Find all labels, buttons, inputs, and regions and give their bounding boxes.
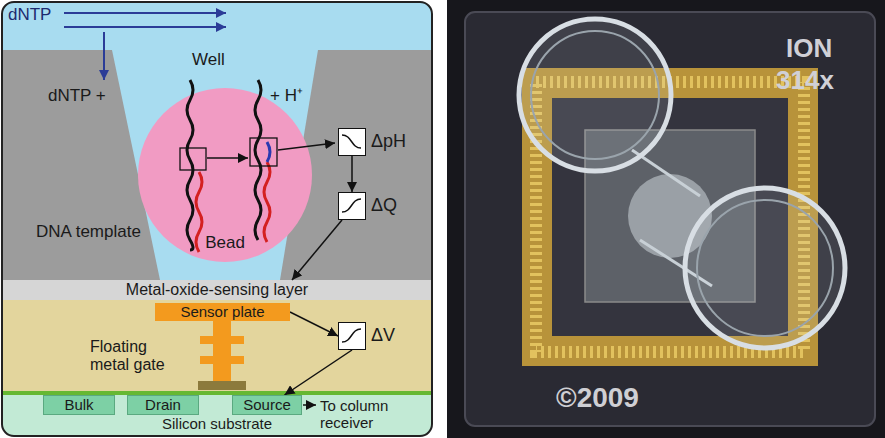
text-label: DNA template bbox=[36, 222, 141, 242]
text-label: Well bbox=[192, 50, 225, 70]
gate-bar bbox=[200, 336, 244, 344]
text-label: + H⁺ bbox=[270, 86, 303, 106]
text-label: ION bbox=[786, 34, 832, 64]
solution bbox=[2, 2, 432, 280]
text-label: 314x bbox=[776, 66, 834, 96]
sigmoid-box bbox=[338, 322, 366, 350]
gate-stem bbox=[213, 320, 231, 382]
chip-carrier bbox=[465, 12, 875, 426]
signal-arrow bbox=[351, 156, 353, 192]
node-text: Source bbox=[243, 397, 291, 414]
signal-block: ΔV bbox=[338, 322, 395, 350]
node-text: Drain bbox=[145, 397, 181, 414]
step-arrow bbox=[207, 157, 248, 159]
flow-arrow bbox=[64, 12, 226, 14]
signal-arrow bbox=[292, 220, 342, 280]
node-text: Bead bbox=[205, 234, 245, 253]
chip-photo bbox=[447, 0, 885, 438]
signal-arrow bbox=[285, 350, 353, 395]
sigmoid-symbol bbox=[339, 193, 364, 218]
text-label: dNTP bbox=[8, 5, 51, 25]
bead-circle: Bead bbox=[137, 87, 313, 263]
port-ring bbox=[519, 19, 671, 171]
text-label: Floating metal gate bbox=[90, 338, 190, 375]
node-text: ΔQ bbox=[371, 196, 397, 216]
sigmoid-curve bbox=[342, 135, 361, 148]
sigmoid-curve bbox=[342, 199, 361, 212]
bead-fill bbox=[138, 88, 312, 262]
sigmoid-box bbox=[338, 192, 366, 220]
terminal-box: Bulk bbox=[43, 395, 115, 415]
sigmoid-symbol bbox=[339, 323, 364, 348]
layer-band: Metal-oxide-sensing layer bbox=[3, 280, 431, 300]
substrate bbox=[2, 395, 432, 436]
gate-electrode bbox=[198, 381, 246, 390]
dielectric-layer bbox=[2, 300, 432, 391]
port-ring bbox=[531, 31, 659, 159]
flow-arrow bbox=[103, 32, 105, 80]
sigmoid-box bbox=[338, 128, 366, 156]
signal-arrow bbox=[290, 312, 338, 336]
terminal-box: Drain bbox=[127, 395, 199, 415]
terminal-box: Source bbox=[232, 395, 302, 415]
sensing-layer bbox=[2, 280, 432, 300]
sensor-plate: Sensor plate bbox=[155, 303, 290, 321]
node-text: ΔpH bbox=[371, 132, 406, 152]
gate-bar bbox=[200, 356, 244, 364]
signal-block: ΔpH bbox=[338, 128, 406, 156]
node-text: ΔV bbox=[371, 326, 395, 346]
node-text: Sensor plate bbox=[180, 304, 264, 321]
sensor-cross-section bbox=[2, 2, 432, 436]
port-ring bbox=[697, 200, 833, 336]
text-label: To column receiver bbox=[320, 397, 420, 432]
panel-border bbox=[2, 2, 432, 436]
text-label: ©2009 bbox=[556, 382, 639, 414]
sigmoid-curve bbox=[342, 329, 361, 342]
node-text: Silicon substrate bbox=[162, 416, 272, 433]
signal-block: ΔQ bbox=[338, 192, 397, 220]
output-arrow bbox=[303, 404, 316, 406]
sigmoid-symbol bbox=[339, 129, 364, 154]
node-text: Metal-oxide-sensing layer bbox=[126, 281, 308, 299]
flow-arrow bbox=[64, 26, 226, 28]
node-text: Bulk bbox=[64, 397, 93, 414]
text-label: dNTP + bbox=[48, 86, 106, 106]
well-wall bbox=[2, 50, 160, 280]
photo-ground bbox=[447, 0, 885, 438]
port-ring bbox=[685, 188, 845, 348]
